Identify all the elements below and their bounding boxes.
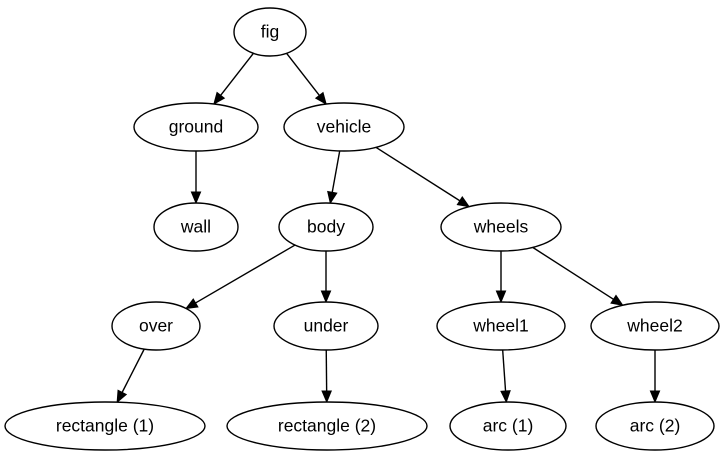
node-wheel2-ellipse[interactable] <box>590 301 720 351</box>
node-wall-ellipse[interactable] <box>153 202 239 252</box>
arrowhead-wheel2-to-arc2-icon <box>649 390 661 404</box>
node-rectangle1[interactable]: rectangle (1) <box>4 401 206 451</box>
node-rectangle2[interactable]: rectangle (2) <box>226 401 428 451</box>
node-arc2-ellipse[interactable] <box>595 401 715 451</box>
edge-body-to-over <box>195 244 296 304</box>
node-wheel1-label: wheel1 <box>472 316 528 336</box>
node-ground-ellipse[interactable] <box>133 102 259 152</box>
node-wheels-label: wheels <box>473 217 529 237</box>
node-arc2-label: arc (2) <box>630 416 681 436</box>
node-vehicle-ellipse[interactable] <box>283 102 405 152</box>
node-arc1[interactable]: arc (1) <box>449 401 567 451</box>
node-fig-ellipse[interactable] <box>233 7 307 57</box>
node-over-ellipse[interactable] <box>111 301 201 351</box>
arrowhead-vehicle-to-body-icon <box>327 190 338 205</box>
node-wheels[interactable]: wheels <box>440 202 562 252</box>
arrowhead-over-to-rectangle1-icon <box>116 389 128 404</box>
node-vehicle[interactable]: vehicle <box>283 102 405 152</box>
edges-layer <box>116 52 661 404</box>
node-body[interactable]: body <box>278 202 374 252</box>
node-rectangle1-label: rectangle (1) <box>56 416 154 436</box>
arrowhead-wheel1-to-arc1-icon <box>500 390 511 404</box>
edge-fig-to-vehicle <box>286 52 320 96</box>
edge-vehicle-to-wheels <box>375 146 461 202</box>
node-wheel1-ellipse[interactable] <box>436 301 566 351</box>
node-arc1-label: arc (1) <box>483 416 534 436</box>
arrowhead-wheels-to-wheel2-icon <box>610 294 624 306</box>
arrowhead-fig-to-ground-icon <box>213 91 226 106</box>
edge-vehicle-to-body <box>331 150 341 193</box>
node-over[interactable]: over <box>111 301 201 351</box>
node-rectangle1-ellipse[interactable] <box>4 401 206 451</box>
arrowhead-ground-to-wall-icon <box>190 191 202 205</box>
arrowhead-wheels-to-wheel1-icon <box>495 290 507 304</box>
nodes-layer: fig ground vehicle wall body wheels over under w… <box>4 7 720 451</box>
edge-wheel1-to-arc1 <box>501 349 507 392</box>
arrowhead-body-to-under-icon <box>320 290 332 304</box>
node-body-ellipse[interactable] <box>278 202 374 252</box>
node-ground-label: ground <box>169 117 224 137</box>
node-wheel1[interactable]: wheel1 <box>436 301 566 351</box>
node-body-label: body <box>307 217 345 237</box>
node-ground[interactable]: ground <box>133 102 259 152</box>
node-fig[interactable]: fig <box>233 7 307 57</box>
node-wheel2[interactable]: wheel2 <box>590 301 720 351</box>
node-wall[interactable]: wall <box>153 202 239 252</box>
arrowhead-under-to-rectangle2-icon <box>321 390 332 404</box>
arrowhead-vehicle-to-wheels-icon <box>456 195 471 208</box>
node-wall-label: wall <box>180 217 211 237</box>
node-under-label: under <box>304 316 349 336</box>
edge-wheels-to-wheel2 <box>532 246 614 300</box>
node-wheel2-label: wheel2 <box>626 316 682 336</box>
node-fig-label: fig <box>261 22 279 42</box>
arrowhead-body-to-over-icon <box>184 298 199 310</box>
node-arc2[interactable]: arc (2) <box>595 401 715 451</box>
node-wheels-ellipse[interactable] <box>440 202 562 252</box>
node-arc1-ellipse[interactable] <box>449 401 567 451</box>
node-over-label: over <box>139 316 173 336</box>
node-under-ellipse[interactable] <box>273 301 379 351</box>
edge-over-to-rectangle1 <box>121 348 145 393</box>
node-rectangle2-label: rectangle (2) <box>278 416 376 436</box>
node-vehicle-label: vehicle <box>317 117 371 137</box>
node-under[interactable]: under <box>273 301 379 351</box>
arrowhead-fig-to-vehicle-icon <box>314 91 327 106</box>
node-rectangle2-ellipse[interactable] <box>226 401 428 451</box>
edge-fig-to-ground <box>220 52 254 96</box>
